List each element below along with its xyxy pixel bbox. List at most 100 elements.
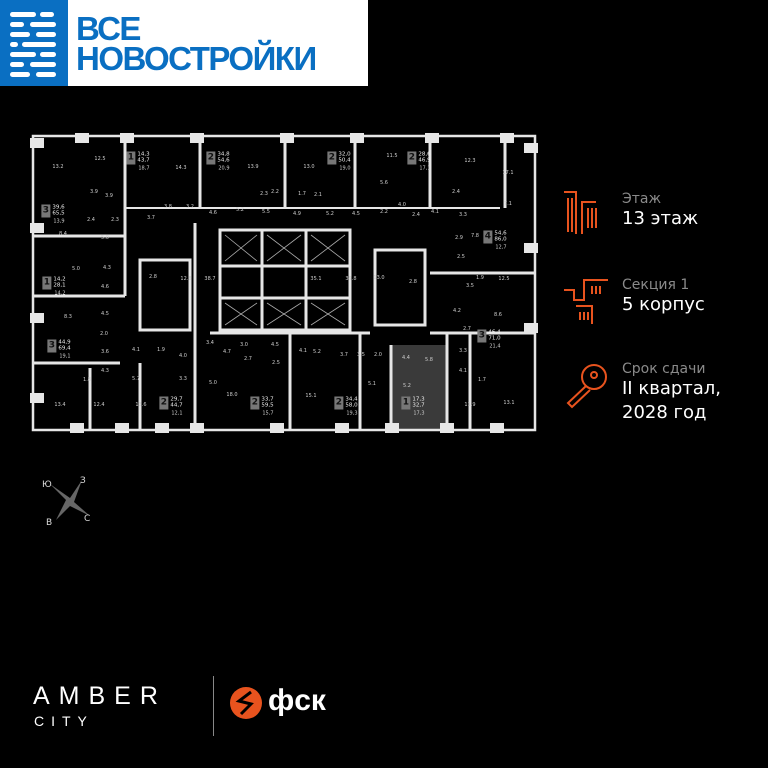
apartment-kitchen-area: 17,3 — [413, 410, 425, 417]
apartment-rooms-badge: 3 — [41, 204, 51, 218]
room-area-label: 17.1 — [502, 170, 514, 176]
vse-novostroyki-logo[interactable]: ВСЕ НОВОСТРОЙКИ — [0, 0, 368, 86]
room-area-label: 8.4 — [59, 231, 67, 237]
amber-city-brand: AMBER — [33, 682, 167, 710]
room-area-label: 4.5 — [101, 311, 109, 317]
room-area-label: 2.7 — [244, 356, 252, 362]
logo-line-1: ВСЕ — [76, 10, 141, 47]
room-area-label: 13.4 — [54, 402, 66, 408]
floor-plan-walls — [30, 133, 538, 433]
room-area-label: 3.4 — [206, 340, 214, 346]
apartment-rooms-badge: 3 — [477, 329, 487, 343]
room-area-label: 4.1 — [431, 209, 439, 215]
apartment-kitchen-area: 21,4 — [489, 343, 501, 350]
apartment-total-area: 69,4 — [58, 345, 71, 352]
logo-mark-icon — [0, 0, 68, 86]
room-area-label: 13.6 — [135, 402, 147, 408]
room-area-label: 35.1 — [310, 276, 322, 282]
room-area-label: 1.9 — [157, 347, 165, 353]
room-area-label: 39.8 — [345, 276, 357, 282]
room-area-label: 3.6 — [101, 349, 109, 355]
room-area-label: 2.3 — [260, 191, 268, 197]
room-area-label: 3.3 — [179, 376, 187, 382]
apartment-rooms-badge: 2 — [327, 151, 337, 165]
apartment-total-area: 28,1 — [53, 282, 66, 289]
room-area-label: 13.2 — [52, 164, 64, 170]
room-area-label: 2.9 — [455, 235, 463, 241]
room-area-label: 4.3 — [101, 368, 109, 374]
room-area-label: 2.2 — [380, 209, 388, 215]
floor-label: Этаж — [622, 191, 662, 207]
floor-icon — [564, 191, 597, 234]
apartment-kitchen-area: 19,1 — [59, 353, 71, 360]
room-area-label: 5.0 — [101, 235, 109, 241]
apartment-living-area: 33,7 — [261, 396, 274, 403]
apartment-rooms-badge: 1 — [126, 151, 136, 165]
apartment-total-area: 50,4 — [338, 157, 351, 164]
room-area-label: 5.2 — [236, 207, 244, 213]
floor-value: 13 этаж — [622, 208, 699, 229]
room-area-label: 1.8 — [83, 377, 91, 383]
apartment-total-area: 58,0 — [345, 402, 358, 409]
apartment-total-area: 86,0 — [494, 236, 507, 243]
apartment-living-area: 34,4 — [345, 396, 358, 403]
apartment-rooms-badge: 4 — [483, 230, 493, 244]
room-area-label: 12.3 — [464, 158, 476, 164]
room-area-label: 5.0 — [209, 380, 217, 386]
room-area-label: 2.5 — [272, 360, 280, 366]
apartment-total-area: 59,5 — [261, 402, 274, 409]
apartment-total-area: 71,0 — [488, 335, 501, 342]
room-area-label: 12.4 — [93, 402, 105, 408]
deadline-label: Срок сдачи — [622, 361, 706, 377]
apartment-living-area: 54,6 — [494, 230, 507, 237]
compass-star-icon — [50, 480, 90, 520]
apartment-total-area: 65,5 — [52, 210, 65, 217]
room-area-label: 5.6 — [380, 180, 388, 186]
apartment-total-area: 43,7 — [137, 157, 150, 164]
room-area-label: 4.6 — [101, 284, 109, 290]
apartment-kitchen-area: 12,1 — [171, 410, 183, 417]
room-area-label: 12.5 — [498, 276, 510, 282]
room-area-label: 12.8 — [180, 276, 192, 282]
key-icon — [566, 364, 607, 409]
compass-label-south: Ю — [42, 480, 52, 490]
room-area-label: 12.5 — [94, 156, 106, 162]
apartment-living-area: 39,6 — [52, 204, 65, 211]
room-area-label: 5.0 — [72, 266, 80, 272]
room-area-label: 13.0 — [303, 164, 315, 170]
room-area-label: 4.0 — [179, 353, 187, 359]
room-area-label: 4.2 — [453, 308, 461, 314]
compass-label-west: З — [80, 476, 86, 486]
compass-label-north: С — [84, 514, 91, 524]
apartment-living-area: 17,3 — [412, 396, 425, 403]
footer-divider — [213, 676, 214, 736]
logo-line-2: НОВОСТРОЙКИ — [76, 40, 317, 77]
room-area-label: 3.7 — [147, 215, 155, 221]
room-area-label: 13.0 — [373, 275, 385, 281]
room-area-label: 7.1 — [504, 201, 512, 207]
room-area-label: 1.7 — [298, 191, 306, 197]
room-area-label: 5.8 — [425, 357, 433, 363]
apartment-kitchen-area: 19,0 — [339, 165, 351, 172]
apartment-living-area: 28,6 — [418, 151, 431, 158]
apartment-kitchen-area: 14,2 — [54, 290, 66, 297]
room-area-label: 4.1 — [132, 347, 140, 353]
highlighted-apartment[interactable] — [391, 345, 447, 431]
room-area-label: 2.0 — [374, 352, 382, 358]
apartment-rooms-badge: 2 — [250, 396, 260, 410]
apartment-total-area: 44,7 — [170, 402, 183, 409]
